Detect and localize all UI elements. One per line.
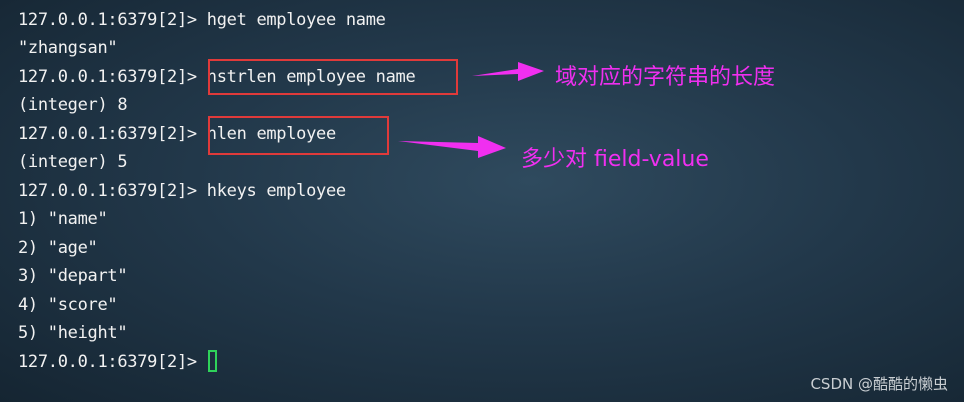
arrow-icon (398, 136, 506, 158)
highlight-box-hlen (208, 116, 389, 155)
text-cursor (207, 350, 217, 372)
terminal-output: 1) "name" (18, 209, 108, 229)
annotation-field-count: 多少对 field-value (521, 147, 709, 172)
command-text: hstrlen employee name (206, 67, 416, 87)
terminal-line[interactable]: 127.0.0.1:6379[2]> (18, 348, 217, 376)
terminal-line: 127.0.0.1:6379[2]> hlen employee (18, 120, 336, 148)
watermark: CSDN @酷酷的懒虫 (810, 375, 948, 393)
prompt: 127.0.0.1:6379[2]> (18, 352, 197, 372)
terminal-output: 4) "score" (18, 295, 118, 315)
annotation-strlen: 域对应的字符串的长度 (555, 65, 776, 90)
prompt: 127.0.0.1:6379[2]> (18, 124, 197, 144)
prompt: 127.0.0.1:6379[2]> (18, 67, 197, 87)
terminal-line: 127.0.0.1:6379[2]> hkeys employee (18, 177, 346, 205)
highlight-box-hstrlen (208, 59, 458, 95)
terminal-output: (integer) 8 (18, 95, 128, 115)
terminal-line: 127.0.0.1:6379[2]> hget employee name (18, 6, 386, 34)
terminal-output: 5) "height" (18, 323, 128, 343)
prompt: 127.0.0.1:6379[2]> (18, 10, 197, 30)
terminal-output: 2) "age" (18, 238, 98, 258)
command-text: hkeys employee (206, 181, 346, 201)
terminal-output: 3) "depart" (18, 266, 128, 286)
prompt: 127.0.0.1:6379[2]> (18, 181, 197, 201)
command-text: hget employee name (206, 10, 386, 30)
arrow-icon (472, 62, 544, 81)
command-text: hlen employee (206, 124, 336, 144)
terminal-output: (integer) 5 (18, 152, 128, 172)
terminal-output: "zhangsan" (18, 38, 118, 58)
terminal-line: 127.0.0.1:6379[2]> hstrlen employee name (18, 63, 416, 91)
